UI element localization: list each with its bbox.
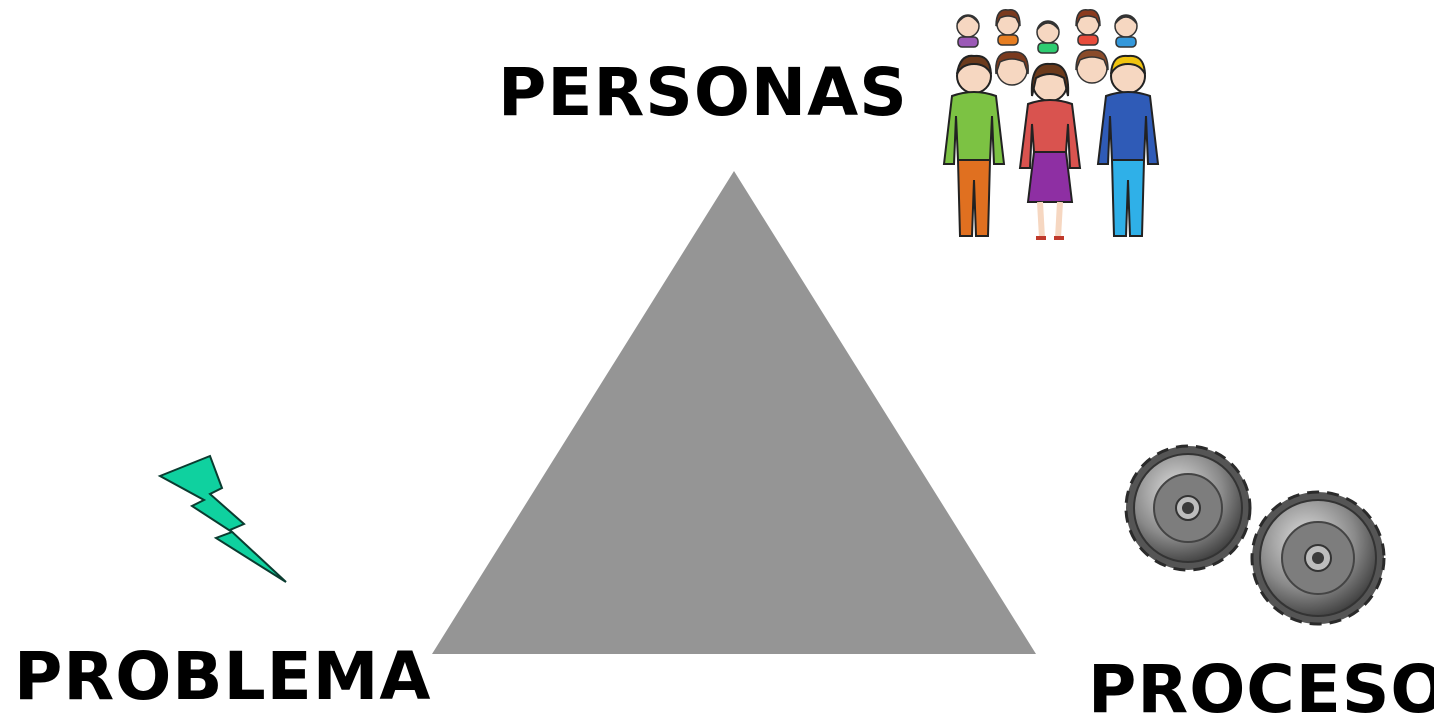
label-problema: PROBLEMA xyxy=(14,638,432,715)
gears-icon xyxy=(1124,444,1386,626)
label-personas: PERSONAS xyxy=(498,54,908,131)
gear-right xyxy=(1250,490,1386,626)
people-group-icon xyxy=(942,9,1160,240)
label-proceso: PROCESO xyxy=(1088,651,1434,728)
gear-left xyxy=(1124,444,1252,572)
lightning-bolt-icon xyxy=(157,454,287,583)
